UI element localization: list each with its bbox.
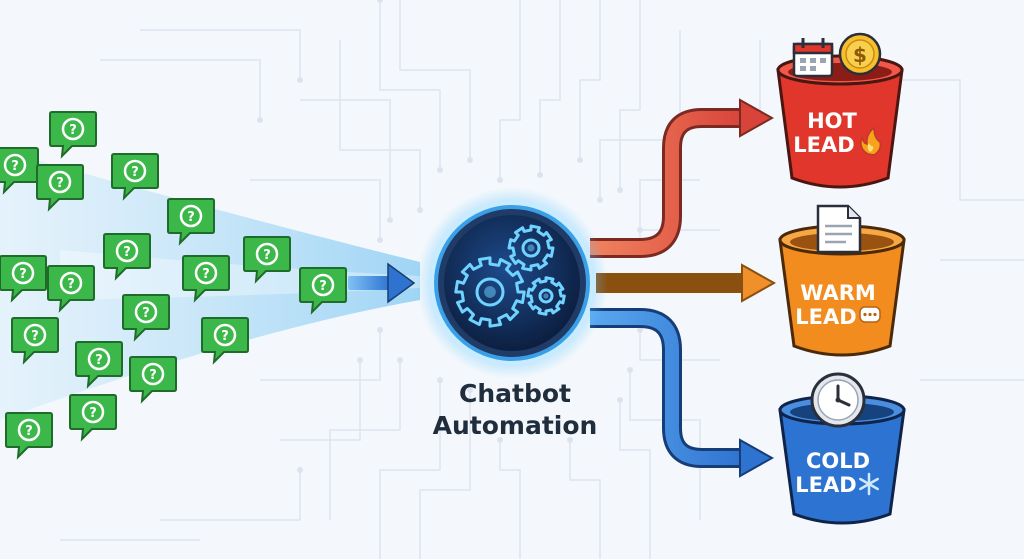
warm-lead-bucket: WARM LEAD [778,204,906,357]
cold-lead-arrow [590,308,775,478]
bubble-question-mark: ? [221,329,229,344]
question-chat-bubble-icon: ? [0,147,39,195]
hub-caption-line2: Automation [432,411,598,440]
question-chat-bubble-icon: ? [182,255,230,303]
question-chat-bubble-icon: ? [49,111,97,159]
question-chat-bubble-icon: ? [75,341,123,389]
bubble-question-mark: ? [187,210,195,225]
hub-caption-line1: Chatbot [459,379,571,408]
bubble-question-mark: ? [69,123,77,138]
question-chat-bubble-icon: ? [36,164,84,212]
bubble-question-mark: ? [202,267,210,282]
gears-icon [454,224,566,328]
chat-dots-icon [859,306,881,323]
question-chat-bubble-icon: ? [11,317,59,365]
question-chat-bubble-icon: ? [167,198,215,246]
question-chat-bubble-icon: ? [299,267,347,315]
warm-lead-arrow [596,263,777,303]
clock-icon [810,372,866,428]
hot-lead-line2: LEAD [793,133,854,157]
question-chat-bubble-icon: ? [47,265,95,313]
question-chat-bubble-icon: ? [69,394,117,442]
incoming-arrow [348,262,416,304]
bubble-question-mark: ? [149,368,157,383]
bubble-question-mark: ? [95,353,103,368]
question-chat-bubble-icon: ? [0,255,47,303]
hot-lead-line1: HOT [807,109,857,133]
warm-lead-line1: WARM [800,281,876,305]
question-chat-bubble-icon: ? [201,317,249,365]
bubble-question-mark: ? [319,279,327,294]
cold-lead-bucket: COLD LEAD [778,372,906,525]
chatbot-hub [416,187,608,379]
question-chat-bubble-icon: ? [122,294,170,342]
warm-lead-line2: LEAD [795,305,856,329]
bubble-question-mark: ? [19,267,27,282]
bubble-question-mark: ? [25,424,33,439]
cold-lead-line2: LEAD [795,473,856,497]
bubble-question-mark: ? [89,406,97,421]
bubble-question-mark: ? [31,329,39,344]
incoming-chat-bubbles: ?????????????????? [0,111,347,460]
snowflake-icon [859,472,879,496]
bubble-question-mark: ? [263,248,271,263]
bubble-question-mark: ? [123,245,131,260]
hot-lead-bucket: $ HOT LEAD [776,32,904,189]
question-chat-bubble-icon: ? [111,153,159,201]
bubble-question-mark: ? [56,176,64,191]
bubble-question-mark: ? [142,306,150,321]
question-chat-bubble-icon: ? [5,412,53,460]
cold-lead-line1: COLD [806,449,870,473]
bubble-question-mark: ? [11,159,19,174]
hub-caption: Chatbot Automation [405,378,625,442]
bubble-question-mark: ? [131,165,139,180]
hot-lead-arrow [590,98,775,258]
question-chat-bubble-icon: ? [129,356,177,404]
fire-icon [860,126,882,156]
question-chat-bubble-icon: ? [243,236,291,284]
document-icon [816,204,862,254]
question-chat-bubble-icon: ? [103,233,151,281]
bubble-question-mark: ? [67,277,75,292]
svg-text:$: $ [853,43,867,67]
